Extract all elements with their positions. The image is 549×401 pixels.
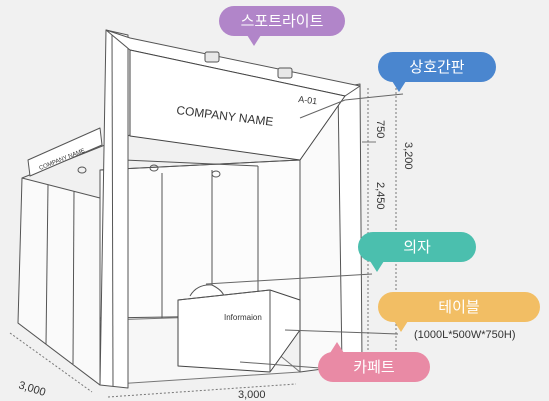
left-width-label: 3,000 bbox=[17, 379, 47, 399]
total-height-label: 3,200 bbox=[402, 142, 414, 170]
ceiling-light bbox=[211, 170, 221, 178]
table-text: Informaion bbox=[224, 313, 262, 322]
callout-tail bbox=[370, 261, 384, 272]
chair-callout: 의자 bbox=[358, 232, 476, 272]
table-edge bbox=[177, 289, 271, 301]
signboard-panel bbox=[129, 49, 346, 161]
signboard-callout: 상호간판 bbox=[378, 52, 496, 92]
spotlight-callout-label: 스포트라이트 bbox=[240, 12, 324, 30]
front-width-label: 3,000 bbox=[238, 389, 266, 401]
ceiling-light bbox=[77, 166, 87, 174]
table-callout-label: 테이블 bbox=[438, 298, 480, 316]
spotlight-fixture bbox=[204, 51, 220, 63]
left-wall-post bbox=[72, 190, 75, 365]
carpet-leader bbox=[239, 361, 321, 369]
ceiling-beam bbox=[124, 159, 259, 167]
carpet-callout-label: 카페트 bbox=[353, 358, 395, 376]
top-beam bbox=[105, 29, 361, 97]
wall-height-label: 2,450 bbox=[374, 182, 386, 210]
front-post-left bbox=[99, 29, 129, 389]
spotlight-callout: 스포트라이트 bbox=[219, 6, 345, 46]
chair-leader bbox=[205, 273, 373, 285]
chair-callout-label: 의자 bbox=[403, 238, 431, 256]
table-spec-label: (1000L*500W*750H) bbox=[414, 329, 516, 341]
callout-tail bbox=[330, 342, 344, 353]
signboard-leader bbox=[299, 99, 346, 119]
post-edge bbox=[111, 31, 114, 387]
signboard-callout-label: 상호간판 bbox=[409, 58, 465, 76]
chair bbox=[189, 284, 225, 297]
callout-tail bbox=[247, 35, 261, 46]
spotlight-fixture bbox=[277, 67, 293, 79]
table-callout: 테이블 bbox=[378, 292, 540, 332]
signboard-leader bbox=[344, 93, 404, 101]
callout-tail bbox=[394, 321, 408, 332]
left-wall-post bbox=[45, 184, 49, 345]
side-fascia bbox=[27, 127, 103, 177]
front-width-dim-line bbox=[107, 383, 297, 398]
ceiling-beam bbox=[99, 159, 301, 171]
fascia-height-label: 750 bbox=[374, 120, 386, 138]
table-leader bbox=[284, 329, 399, 335]
left-width-dim-line bbox=[9, 332, 93, 393]
front-post-right bbox=[337, 83, 363, 367]
ceiling-light bbox=[149, 164, 159, 172]
left-wall bbox=[17, 177, 101, 386]
booth-number: A-01 bbox=[298, 94, 318, 106]
callout-tail bbox=[392, 81, 406, 92]
carpet-callout: 카페트 bbox=[318, 342, 430, 382]
